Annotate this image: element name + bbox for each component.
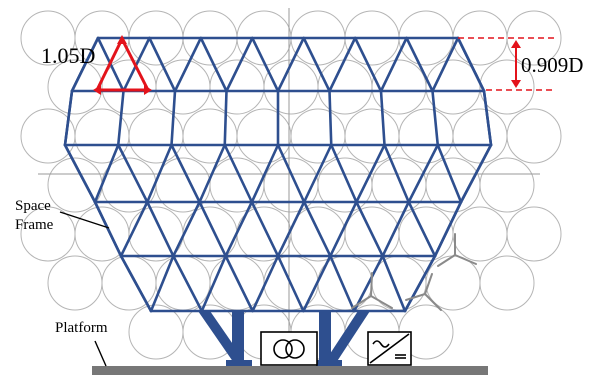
frame-strut — [198, 143, 227, 204]
frame-strut — [200, 254, 227, 313]
frame-strut — [329, 143, 358, 204]
frame-strut — [381, 200, 411, 258]
frame-strut — [148, 36, 177, 93]
frame-strut — [224, 200, 254, 258]
frame-strut — [145, 143, 173, 204]
frame-strut — [116, 143, 149, 204]
row-height-label: 0.909D — [521, 53, 583, 77]
frame-strut — [170, 143, 201, 204]
frame-strut — [93, 143, 120, 204]
frame-edge — [119, 254, 153, 313]
frame-strut — [250, 200, 280, 258]
frame-strut — [302, 200, 332, 258]
frame-strut — [431, 36, 460, 93]
spacing-label: 1.05D — [41, 43, 95, 68]
frame-edge — [459, 143, 493, 204]
frame-strut — [173, 36, 203, 93]
frame-strut — [436, 143, 463, 204]
platform-deck — [92, 366, 488, 375]
center-axes — [38, 8, 540, 338]
frame-strut — [355, 200, 384, 258]
wind-turbine-middle — [405, 273, 442, 311]
frame-strut — [302, 36, 331, 93]
converter-icon — [367, 331, 412, 366]
frame-strut — [224, 254, 254, 313]
frame-strut — [199, 36, 228, 93]
frame-strut — [431, 89, 440, 147]
space-frame-label-line1: Space — [15, 198, 51, 214]
frame-strut — [379, 89, 386, 147]
frame-strut — [172, 254, 204, 313]
frame-edge — [63, 89, 74, 147]
frame-strut — [407, 143, 440, 204]
frame-strut — [379, 36, 408, 93]
wind-turbine-left — [351, 272, 393, 309]
frame-strut — [302, 143, 333, 204]
frame-strut — [355, 143, 386, 204]
frame-strut — [302, 254, 332, 313]
spacing-triangle-vertices — [93, 35, 152, 95]
frame-strut — [381, 254, 407, 313]
transformer-icon — [260, 331, 318, 366]
frame-strut — [407, 200, 437, 258]
frame-strut — [198, 200, 227, 258]
frame-strut — [276, 254, 305, 313]
frame-strut — [405, 36, 434, 93]
frame-strut — [145, 200, 175, 258]
frame-edge — [63, 143, 97, 204]
wind-turbine-right — [437, 233, 477, 267]
frame-strut — [250, 143, 280, 204]
frame-strut — [172, 200, 201, 258]
frame-strut — [352, 254, 384, 313]
frame-strut — [119, 200, 149, 258]
wind-turbine-icon — [351, 233, 477, 311]
frame-strut — [251, 254, 280, 313]
frame-strut — [223, 89, 228, 147]
frame-strut — [276, 36, 306, 93]
space-frame-label-line2: Frame — [15, 217, 54, 233]
spacing-triangle — [95, 38, 150, 92]
frame-strut — [328, 36, 357, 93]
frame-edge — [70, 36, 100, 93]
row-height-dimension — [458, 37, 555, 91]
frame-strut — [353, 36, 383, 93]
frame-edge — [482, 89, 493, 147]
frame-strut — [149, 254, 175, 313]
row-height-arrowheads — [511, 40, 521, 88]
frame-strut — [329, 200, 358, 258]
rotor-disc-circles — [20, 10, 562, 360]
support-legs — [198, 311, 370, 366]
frame-strut — [225, 36, 254, 93]
frame-strut — [223, 143, 254, 204]
space-frame-lattice — [63, 36, 493, 313]
frame-edge — [433, 200, 463, 258]
frame-strut — [328, 89, 333, 147]
frame-edge — [93, 200, 123, 258]
platform-label: Platform — [55, 320, 108, 336]
frame-edge — [456, 36, 486, 93]
space-frame-leader — [59, 211, 110, 229]
frame-strut — [250, 36, 280, 93]
frame-strut — [329, 254, 356, 313]
frame-edge — [403, 254, 437, 313]
platform-leader — [94, 340, 107, 367]
frame-strut — [383, 143, 411, 204]
frame-strut — [276, 200, 306, 258]
frame-strut — [170, 89, 177, 147]
frame-strut — [276, 143, 306, 204]
frame-strut — [116, 89, 125, 147]
